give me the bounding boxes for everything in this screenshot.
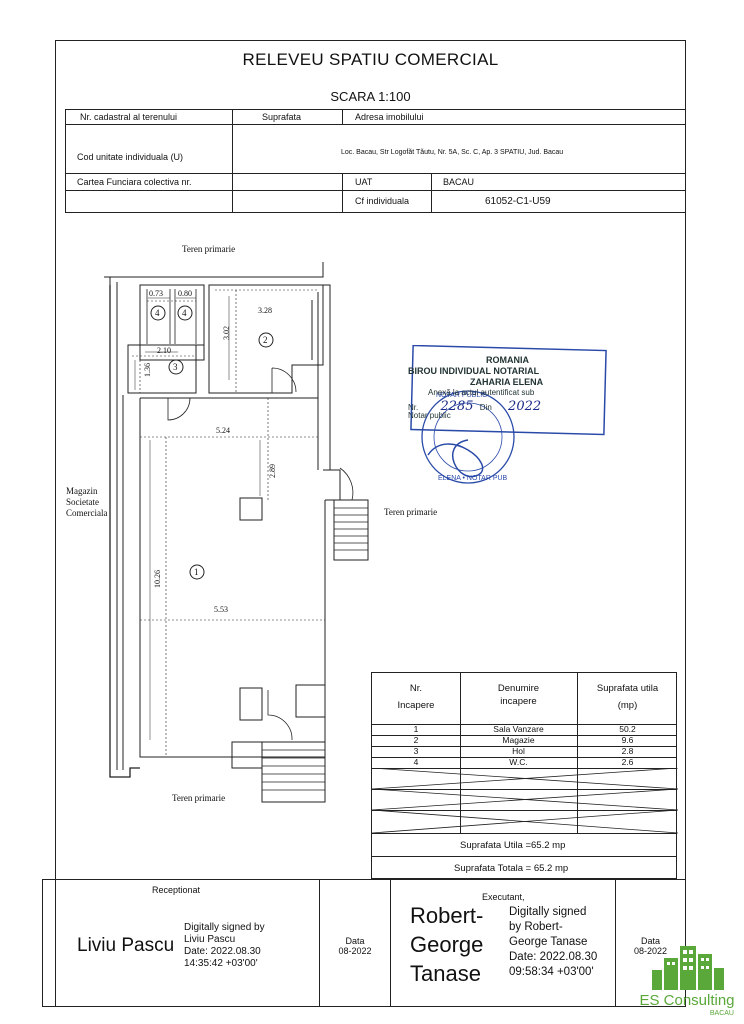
label-teren-right: Teren primarie [384, 507, 438, 517]
dim-553: 5.53 [214, 605, 228, 614]
rooms-table: Nr. Incapere Denumire incapere Suprafata… [371, 672, 678, 879]
logo-city: BACAU [709, 1010, 734, 1017]
table-row: 3 [413, 746, 419, 756]
label-societate: Societate [66, 497, 99, 507]
table-cell-area: 9.6 [621, 735, 634, 745]
stamp-nr-handwritten: 2285 [440, 399, 474, 414]
executant-name-2: George [410, 932, 484, 957]
dim-080: 0.80 [178, 289, 192, 298]
executant-name-3: Tanase [410, 961, 481, 986]
dim-210: 2.10 [157, 346, 171, 355]
executant-sig-5: 09:58:34 +03'00' [509, 966, 594, 978]
receptionat-label: Receptionat [152, 885, 201, 895]
room-number-4a: 4 [155, 308, 160, 318]
table-row: 1 [413, 724, 419, 734]
suprafata-label: Suprafata [262, 112, 302, 122]
receptionat-sig-1: Digitally signed by [184, 922, 265, 933]
room-number-3: 3 [173, 362, 178, 372]
label-magazin: Magazin [66, 486, 98, 496]
stamp-line-notar: Notar public [408, 411, 451, 420]
stamp-line-anexa: Anexă la actul autentificat sub [428, 388, 535, 397]
th-mp: (mp) [617, 700, 638, 711]
table-cell-area: 2.6 [621, 757, 634, 767]
dim-073: 0.73 [149, 289, 163, 298]
notary-seal-icon: NOTAR PUBLIC ELENA • NOTAR PUB [410, 345, 607, 484]
receptionat-name: Liviu Pascu [77, 935, 175, 956]
room-number-4b: 4 [182, 308, 187, 318]
crossed-empty-rows [372, 768, 678, 834]
executant-name-1: Robert- [410, 903, 484, 928]
table-cell-area: 2.8 [621, 746, 634, 756]
label-comerciala: Comerciala [66, 508, 108, 518]
document-scale: SCARA 1:100 [330, 89, 411, 104]
identification-table: Nr. cadastral al terenului Suprafata Adr… [65, 109, 686, 213]
table-cell-area: 50.2 [619, 724, 636, 734]
cartea-funciara-label: Cartea Funciara colectiva nr. [77, 177, 192, 187]
cf-value: 61052-C1-U59 [485, 196, 551, 207]
data-label-1: Data [345, 936, 365, 946]
dim-302: 3.02 [222, 326, 231, 340]
dim-328: 3.28 [258, 306, 272, 315]
logo-name: ES Consulting [639, 992, 735, 1009]
data-value-1: 08-2022 [338, 946, 372, 956]
total-utila: Suprafata Utila =65.2 mp [460, 840, 566, 851]
adresa-value: Loc. Bacau, Str Logofăt Tăutu, Nr. 5A, S… [341, 149, 564, 156]
th-suprafata: Suprafata utila [596, 683, 659, 694]
notary-stamp: NOTAR PUBLIC ELENA • NOTAR PUB ROMANIA B… [408, 345, 608, 485]
room-number-1: 1 [194, 567, 199, 577]
stamp-line-zaharia: ZAHARIA ELENA [470, 377, 544, 387]
stamp-line-nr: Nr. 2285 Din 2022 [408, 399, 542, 414]
data-label-2: Data [640, 936, 660, 946]
data-box-2 [615, 879, 686, 1007]
dim-289: 2.89 [268, 464, 277, 478]
data-value-2: 08-2022 [633, 946, 668, 956]
table-cell-name: Magazie [502, 735, 535, 745]
nr-cadastral-label: Nr. cadastral al terenului [80, 112, 178, 122]
dim-524: 5.24 [216, 426, 230, 435]
dim-136: 1.36 [143, 363, 152, 377]
buildings-icon [652, 946, 724, 990]
table-row: 2 [413, 735, 419, 745]
th-incapere: Incapere [397, 700, 435, 711]
th-denumire-incapere: incapere [500, 696, 537, 707]
uat-label: UAT [355, 177, 373, 187]
receptionat-sig-4: 14:35:42 +03'00' [184, 958, 258, 969]
label-teren-top: Teren primarie [182, 244, 236, 254]
uat-value: BACAU [443, 177, 475, 187]
th-denumire: Denumire [497, 683, 540, 694]
executant-sig-4: Date: 2022.08.30 [509, 951, 598, 963]
label-teren-bottom: Teren primarie [172, 793, 226, 803]
cod-unitate-label: Cod unitate individuala (U) [77, 152, 184, 162]
table-cell-name: Sala Vanzare [493, 724, 544, 734]
stamp-year-handwritten: 2022 [508, 399, 542, 414]
cf-label: Cf individuala [355, 196, 410, 206]
receptionat-sig-3: Date: 2022.08.30 [184, 946, 261, 957]
adresa-label: Adresa imobilului [355, 112, 424, 122]
stamp-line-romania: ROMANIA [486, 355, 529, 365]
svg-text:ELENA • NOTAR PUB: ELENA • NOTAR PUB [438, 475, 508, 482]
company-logo: ES Consulting BACAU [630, 944, 744, 1024]
executant-sig-1: Digitally signed [509, 906, 587, 918]
table-row: 4 [413, 757, 419, 767]
dim-1026: 10.26 [153, 570, 162, 588]
executant-sig-3: George Tanase [509, 936, 588, 948]
document-title: RELEVEU SPATIU COMERCIAL [242, 50, 499, 69]
room-number-2: 2 [263, 335, 268, 345]
stamp-line-birou: BIROU INDIVIDUAL NOTARIAL [408, 366, 540, 376]
th-nr: Nr. [409, 683, 423, 694]
receptionat-sig-2: Liviu Pascu [184, 934, 236, 945]
table-cell-name: W.C. [509, 757, 528, 767]
table-cell-name: Hol [512, 746, 525, 756]
total-totala: Suprafata Totala = 65.2 mp [454, 863, 569, 874]
signature-footer: Receptionat Liviu Pascu Digitally signed… [42, 879, 686, 1007]
svg-text:NOTAR PUBLIC: NOTAR PUBLIC [436, 392, 487, 399]
executant-sig-2: by Robert- [509, 921, 563, 933]
executant-label: Executant, [482, 892, 525, 902]
